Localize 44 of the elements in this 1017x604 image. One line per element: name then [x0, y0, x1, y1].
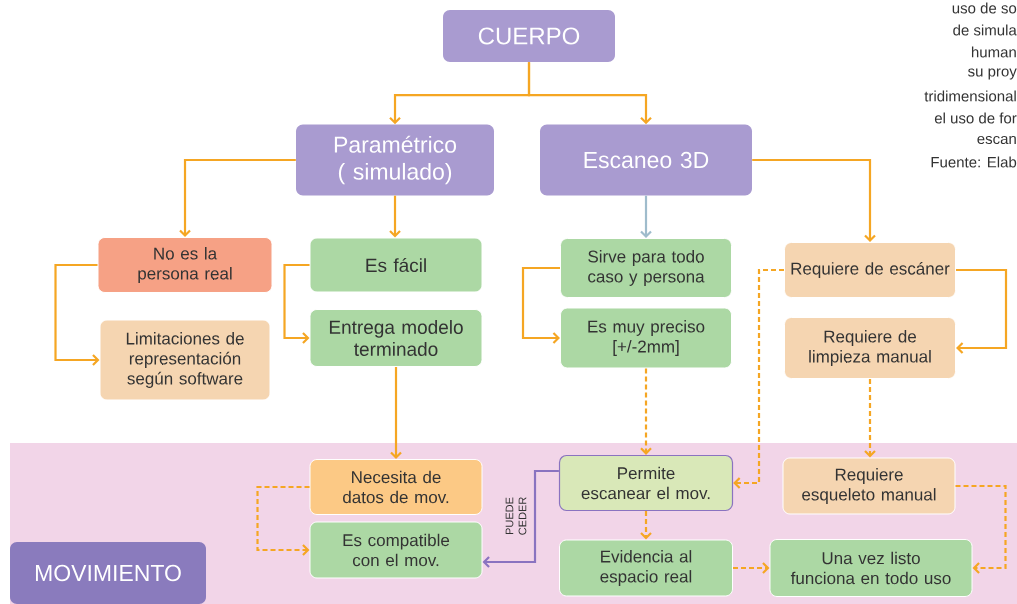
feature-box: Requiere esqueleto manual: [782, 457, 956, 515]
feature-box: Evidencia al espacio real: [559, 539, 733, 597]
feature-box: Requiere de escáner: [784, 242, 956, 298]
arrow: [640, 195, 652, 238]
feature-box: Es muy preciso [+/-2mm]: [560, 307, 732, 369]
feature-box: Es fácil: [309, 237, 483, 293]
category-box: Paramétrico ( simulado): [296, 124, 494, 196]
feature-box: Sirve para todo caso y persona: [560, 238, 732, 298]
caption-text: escan: [977, 135, 1016, 145]
arrow: [864, 379, 876, 458]
heading-box: CUERPO: [443, 10, 615, 62]
caption-text: tridimensional: [924, 90, 1016, 102]
arrow: [640, 368, 652, 455]
arrow: [179, 158, 296, 237]
caption-text: uso de so: [952, 2, 1017, 14]
feature-box: Entrega modelo terminado: [309, 309, 483, 367]
arrow: [256, 485, 310, 556]
feature-box: No es la persona real: [97, 237, 273, 293]
caption-text: Fuente: Elab: [931, 156, 1017, 168]
arrow: [733, 268, 784, 489]
category-box: Escaneo 3D: [540, 124, 752, 196]
caption-text: de simula: [953, 24, 1017, 36]
arrow: [389, 195, 401, 238]
arrow: [955, 484, 1007, 574]
arrow: [283, 263, 310, 344]
feature-box: Es compatible con el mov.: [309, 521, 483, 579]
arrow: [390, 367, 402, 459]
arrow: [733, 562, 770, 574]
arrow: [482, 469, 559, 568]
caption-text: el uso de for: [934, 112, 1017, 124]
arrow: [521, 266, 560, 344]
arrow: [640, 511, 652, 540]
caption-text: human: [971, 46, 1016, 58]
arrow: [527, 62, 652, 125]
caption-text: su proy: [968, 68, 1017, 80]
arrow: [956, 268, 1008, 354]
arrow: [752, 158, 876, 242]
section-tab: MOVIMIENTO: [10, 542, 206, 604]
feature-box: Necesita de datos de mov.: [309, 459, 483, 515]
feature-box: Requiere de limpieza manual: [784, 317, 956, 379]
feature-box: Limitaciones de representación según software: [99, 319, 271, 401]
arrow: [54, 263, 100, 366]
feature-box: Una vez listo funciona en todo uso: [769, 539, 973, 597]
feature-box: Permite escanear el mov.: [558, 454, 734, 512]
